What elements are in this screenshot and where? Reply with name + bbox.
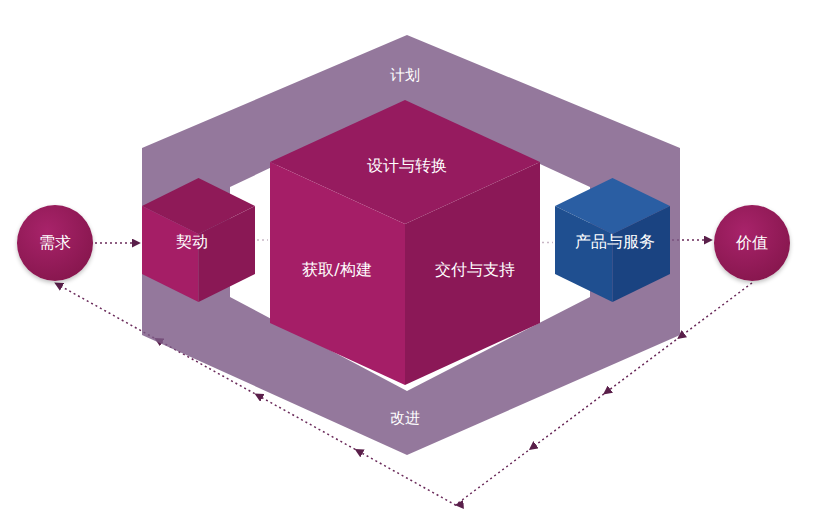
circle-node: 需求 <box>17 205 93 281</box>
value-chain-cube: 设计与转换获取/构建 交付与支持 <box>270 100 540 385</box>
cube-outline <box>270 100 540 385</box>
cube-face <box>613 206 671 302</box>
band-label: 计划 <box>390 66 420 84</box>
cube-face <box>555 206 613 302</box>
cube-face <box>142 206 199 302</box>
value-chain-cube: 契动 <box>142 178 255 302</box>
flow-arrow <box>542 242 553 244</box>
node-label: 契动 <box>176 232 208 251</box>
flow-arrow <box>95 242 140 244</box>
band-label: 改进 <box>390 409 420 427</box>
flow-arrow <box>257 239 268 241</box>
node-label: 产品与服务 <box>575 232 655 251</box>
cube-face <box>199 206 256 302</box>
hexagon-band: 计划改进 契动 设计与转换获取/构建 交付与支持 产品与服务 <box>142 35 680 455</box>
circle-node: 价值 <box>714 205 790 281</box>
node-label: 需求 <box>39 233 71 252</box>
cube-face <box>270 162 405 385</box>
node-label: 设计与转换 <box>367 156 447 175</box>
cube-face <box>405 162 540 385</box>
value-chain-cube: 产品与服务 <box>555 178 670 302</box>
node-label: 交付与支持 <box>435 260 515 279</box>
band-shape <box>142 35 680 455</box>
node-label: 价值 <box>736 233 768 252</box>
node-label: 获取/构建 <box>302 260 371 279</box>
